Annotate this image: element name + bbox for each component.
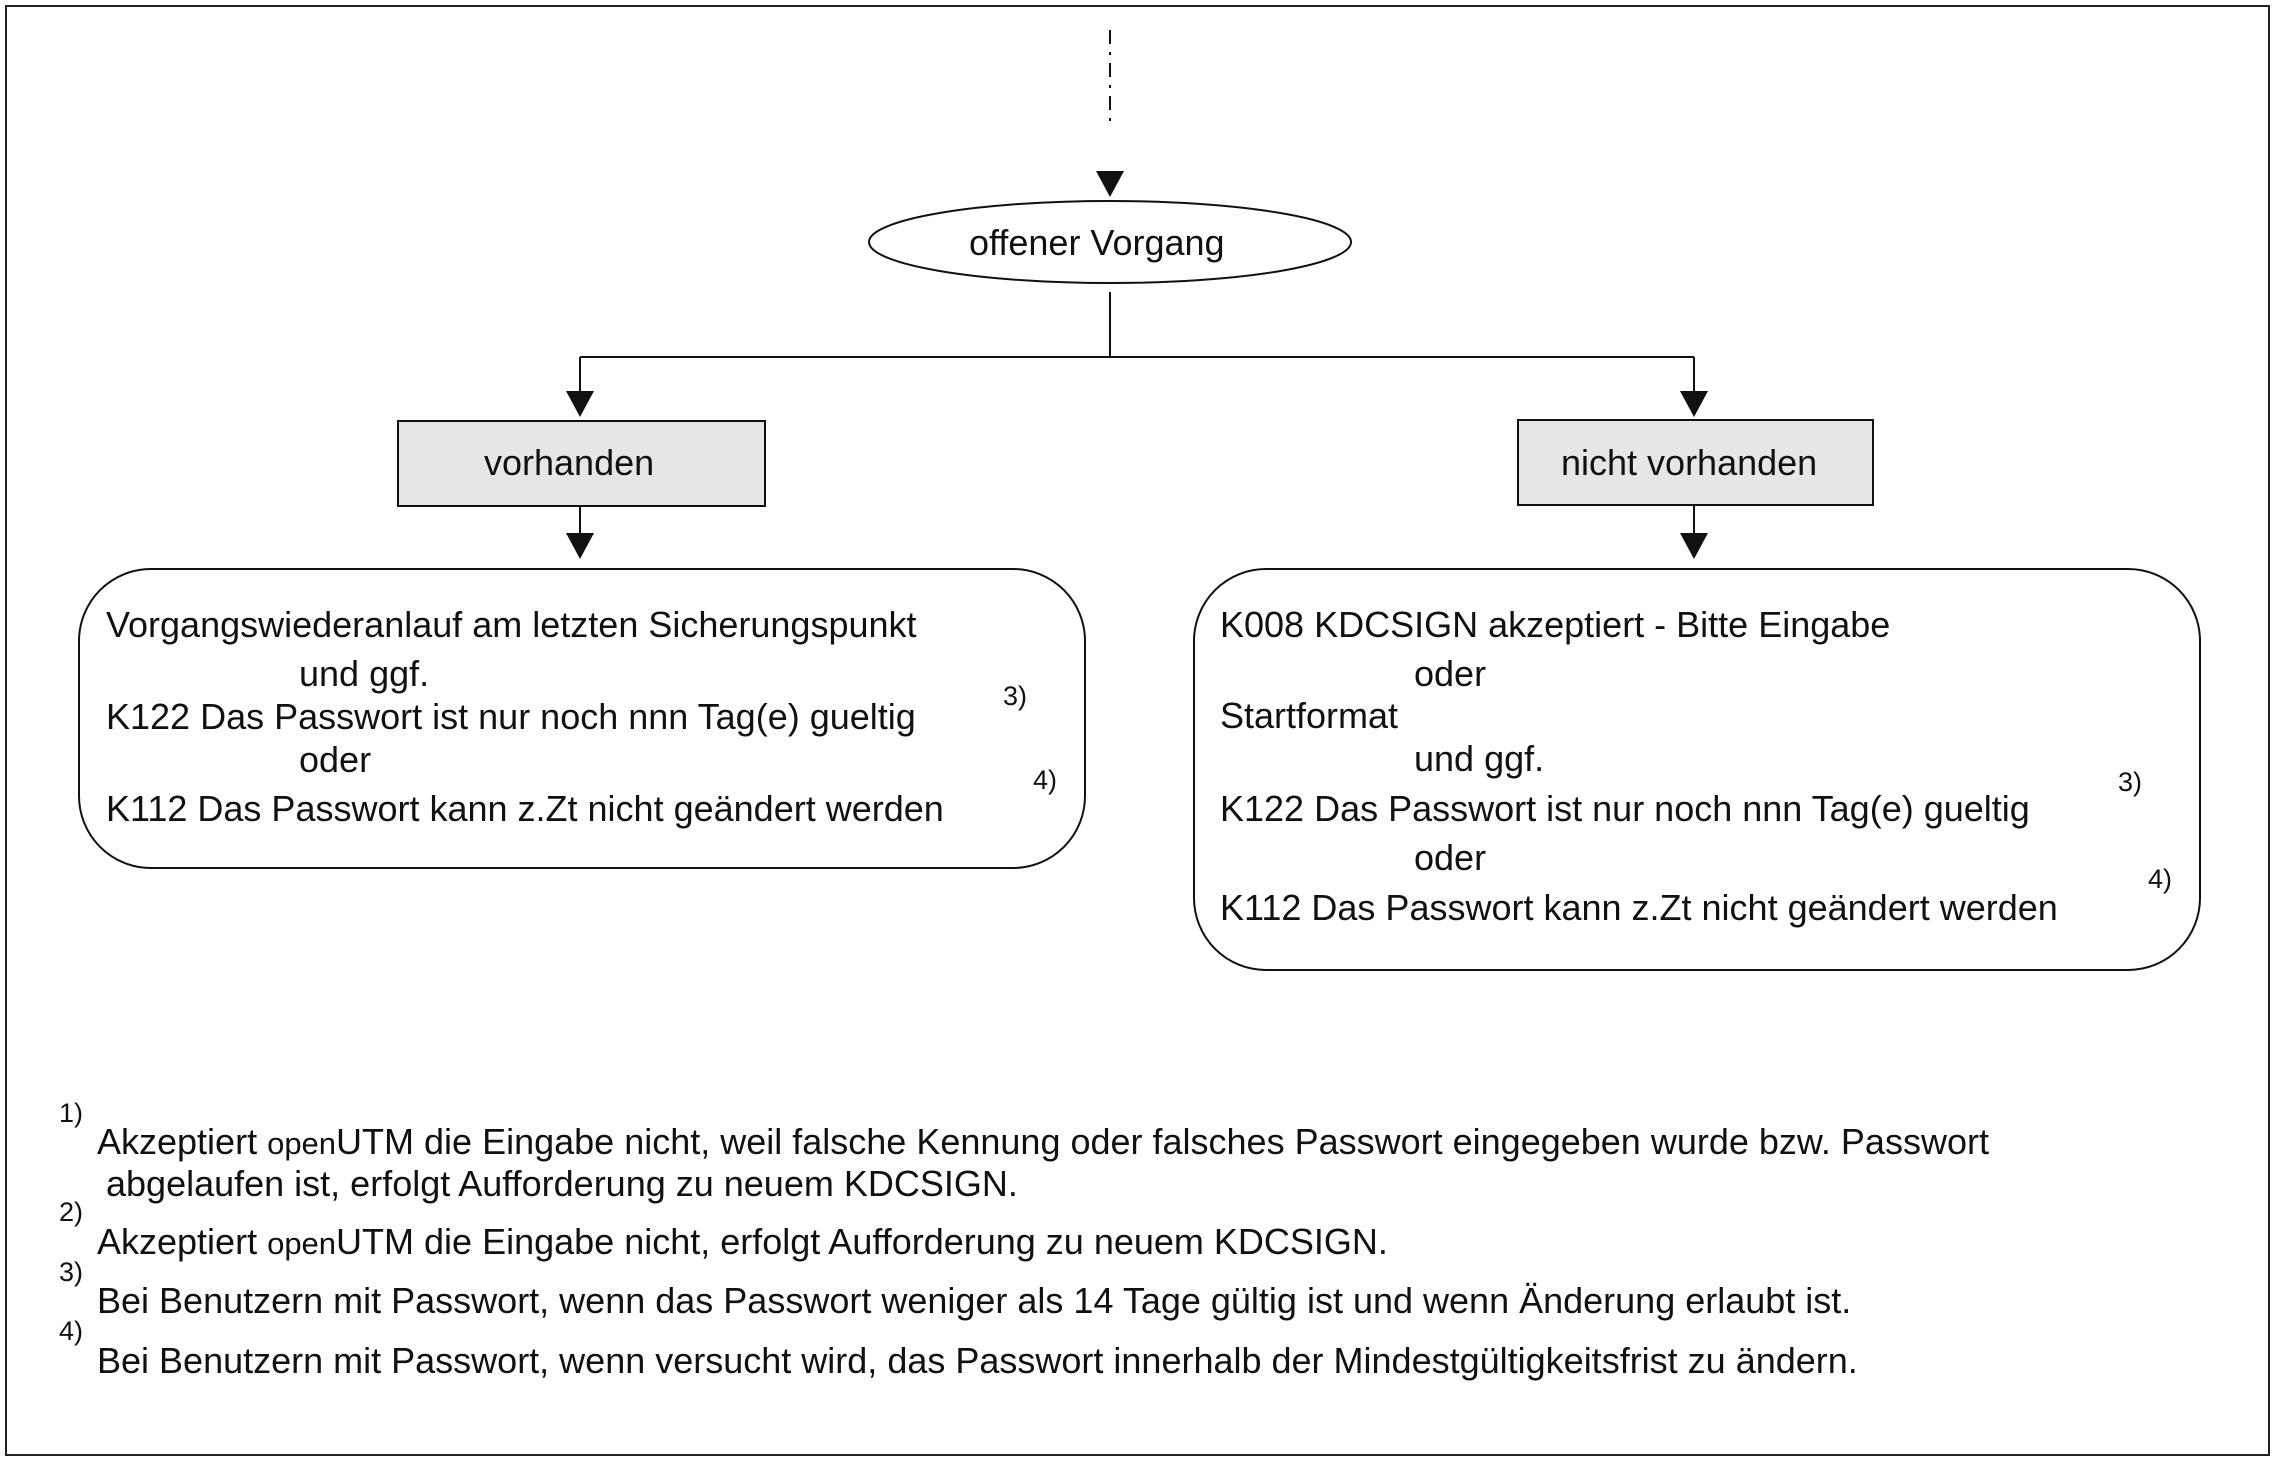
footnote-1-post: UTM die Eingabe nicht, weil falsche Kenn… bbox=[336, 1121, 1989, 1162]
result-right-line-4: und ggf. bbox=[1414, 738, 1545, 779]
result-right-line-7: K112 Das Passwort kann z.Zt nicht geände… bbox=[1220, 887, 2058, 928]
result-left-line-5: K112 Das Passwort kann z.Zt nicht geände… bbox=[106, 788, 944, 829]
box-vorhanden-label: vorhanden bbox=[484, 442, 655, 483]
footnote-1-brand: open bbox=[267, 1126, 337, 1161]
footnote-4-mark: 4) bbox=[59, 1316, 84, 1346]
footnote-1-text: Akzeptiert openUTM die Eingabe nicht, we… bbox=[97, 1124, 1989, 1160]
result-right-line-5: K122 Das Passwort ist nur noch nnn Tag(e… bbox=[1220, 788, 2030, 829]
result-left-ref-3: 3) bbox=[1003, 681, 1028, 711]
footnote-2-text: Akzeptiert openUTM die Eingabe nicht, er… bbox=[97, 1224, 1388, 1260]
footnote-4-text: Bei Benutzern mit Passwort, wenn versuch… bbox=[97, 1340, 1858, 1381]
node-offener-vorgang-label: offener Vorgang bbox=[969, 222, 1225, 263]
result-right-line-6: oder bbox=[1414, 837, 1487, 878]
result-right-ref-4: 4) bbox=[2148, 864, 2173, 894]
result-left-ref-4: 4) bbox=[1033, 765, 1058, 795]
result-left-line-3: K122 Das Passwort ist nur noch nnn Tag(e… bbox=[106, 696, 916, 737]
footnote-3-text: Bei Benutzern mit Passwort, wenn das Pas… bbox=[97, 1280, 1852, 1321]
result-right-ref-3: 3) bbox=[2118, 767, 2143, 797]
footnote-2-post: UTM die Eingabe nicht, erfolgt Aufforder… bbox=[336, 1221, 1388, 1262]
arrowhead-to-vorhanden bbox=[566, 391, 594, 417]
footnote-1-mark: 1) bbox=[59, 1098, 84, 1128]
result-left-shape bbox=[78, 568, 1086, 869]
result-right-shape bbox=[1193, 568, 2201, 971]
result-right-line-3: Startformat bbox=[1220, 695, 1399, 736]
footnote-2-brand: open bbox=[267, 1226, 337, 1261]
arrowhead-to-nicht-vorhanden bbox=[1680, 391, 1708, 417]
footnote-2-pre: Akzeptiert bbox=[97, 1221, 268, 1262]
result-left-line-2: und ggf. bbox=[299, 653, 430, 694]
footnote-2-mark: 2) bbox=[59, 1197, 84, 1227]
footnote-1-continuation: abgelaufen ist, erfolgt Aufforderung zu … bbox=[106, 1163, 1018, 1204]
footnote-1-pre: Akzeptiert bbox=[97, 1121, 268, 1162]
node-offener-vorgang-shape bbox=[868, 200, 1352, 284]
box-vorhanden-shape bbox=[397, 420, 766, 507]
result-right-line-1: K008 KDCSIGN akzeptiert - Bitte Eingabe bbox=[1220, 604, 1891, 645]
footnote-3-mark: 3) bbox=[59, 1257, 84, 1287]
result-left-line-1: Vorgangswiederanlauf am letzten Sicherun… bbox=[106, 604, 917, 645]
result-right-line-2: oder bbox=[1414, 653, 1487, 694]
arrowhead-to-result-right bbox=[1680, 533, 1708, 559]
arrowhead-to-result-left bbox=[566, 533, 594, 559]
arrowhead-to-start-node bbox=[1096, 171, 1124, 197]
result-left-line-4: oder bbox=[299, 739, 372, 780]
diagram-frame bbox=[5, 5, 2270, 1456]
box-nicht-vorhanden-shape bbox=[1517, 419, 1874, 506]
box-nicht-vorhanden-label: nicht vorhanden bbox=[1561, 442, 1818, 483]
